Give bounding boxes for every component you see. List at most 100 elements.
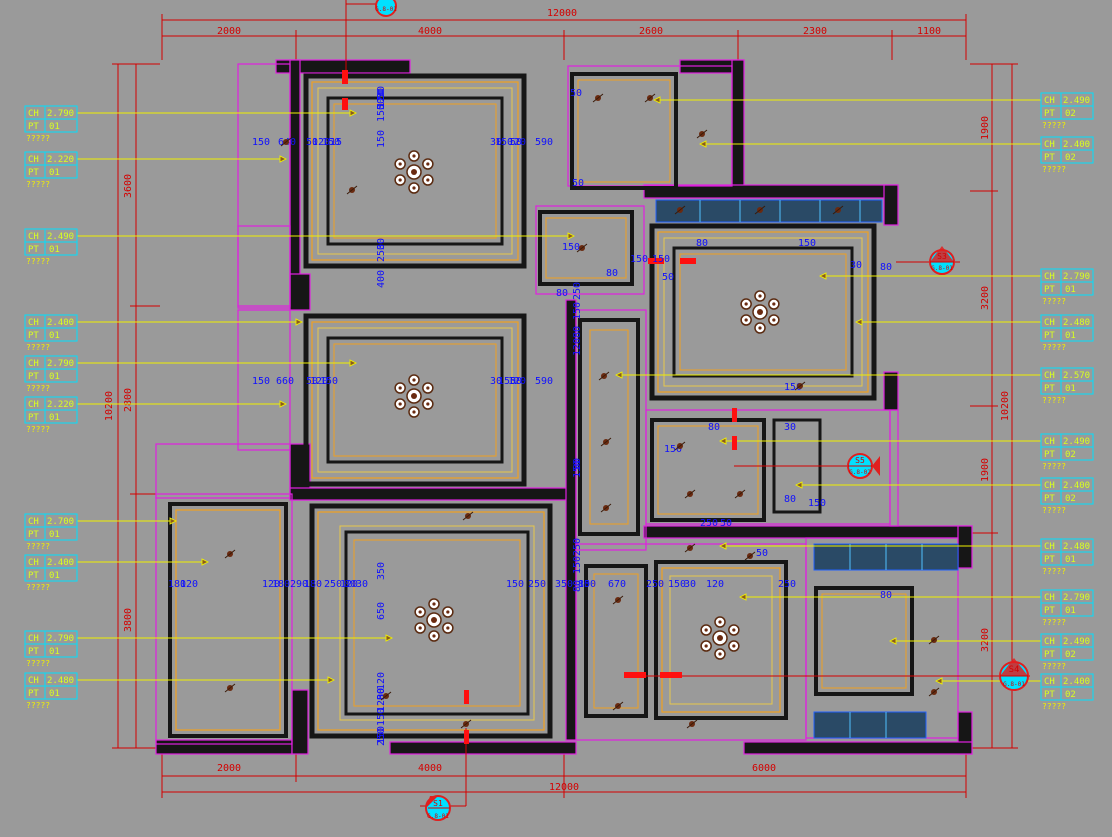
inner-dim-text: 650 — [376, 602, 387, 620]
tag-ch-label: CH — [28, 400, 39, 410]
inner-dim-text: 150 — [652, 254, 670, 265]
tag-note: ????? — [1042, 506, 1066, 515]
inner-dim-text: 150 — [798, 238, 816, 249]
tag-note: ????? — [26, 384, 50, 393]
tag-pt-value: 01 — [1065, 606, 1076, 616]
downlight-icon — [674, 441, 686, 451]
tag-pt-label: PT — [28, 689, 39, 699]
leader-arrow-icon — [854, 318, 863, 326]
inner-dim-text: 80 — [344, 579, 356, 590]
bottom-total-dim: 12000 — [549, 782, 579, 793]
leader-arrow-icon — [295, 318, 304, 326]
section-label-right-middle: S5 — [855, 456, 865, 465]
downlight-icon — [462, 511, 474, 521]
tag-ch-value: 2.700 — [47, 517, 74, 527]
tag-ch-value: 2.480 — [47, 676, 74, 686]
inner-dimensions: 1506405015012015150503012059015066050150… — [168, 86, 940, 746]
leader-arrow-icon — [349, 359, 358, 367]
overall-dimension-texts: 12000 2000 4000 2600 2300 1100 2000 4000… — [104, 8, 1011, 793]
right-dim-3: 1900 — [980, 458, 991, 482]
tag-pt-label: PT — [28, 647, 39, 657]
tag-ch-label: CH — [28, 318, 39, 328]
inner-dim-text: 150 — [784, 382, 802, 393]
tag-note: ????? — [1042, 618, 1066, 627]
tag-ch-label: CH — [28, 155, 39, 165]
inner-dim-text: 150 — [498, 376, 516, 387]
tag-pt-label: PT — [1044, 650, 1055, 660]
downlight-icon — [612, 595, 624, 605]
inner-dim-text: 150 — [252, 137, 270, 148]
inner-dim-text: 400 — [376, 270, 387, 288]
inner-dim-text: 120 — [180, 579, 198, 590]
downlight-icon — [600, 437, 612, 447]
inner-dim-text: 80 — [784, 494, 796, 505]
tag-ch-label: CH — [1044, 481, 1055, 491]
tag-pt-label: PT — [28, 372, 39, 382]
tag-pt-value: 02 — [1065, 494, 1076, 504]
inner-dim-text: 30 — [376, 688, 387, 700]
overall-dimensions — [112, 14, 1018, 798]
section-label-right-upper: S3 — [937, 252, 947, 261]
tag-ch-value: 2.490 — [1063, 637, 1090, 647]
tag-ch-value: 2.400 — [1063, 140, 1090, 150]
tag-pt-value: 01 — [49, 413, 60, 423]
downlight-icon — [686, 719, 698, 729]
tag-pt-label: PT — [28, 122, 39, 132]
tag-ch-value: 2.790 — [47, 634, 74, 644]
downlight-icon — [612, 701, 624, 711]
tag-pt-value: 01 — [49, 331, 60, 341]
inner-dim-text: 120 — [508, 376, 526, 387]
tag-pt-value: 01 — [49, 122, 60, 132]
inner-dim-text: 150 — [376, 130, 387, 148]
inner-dim-text: 30 — [356, 579, 368, 590]
tag-pt-label: PT — [1044, 606, 1055, 616]
tag-pt-value: 01 — [49, 372, 60, 382]
tag-ch-label: CH — [28, 109, 39, 119]
inner-dim-text: 590 — [535, 376, 553, 387]
tag-pt-value: 02 — [1065, 650, 1076, 660]
ceiling-frames — [168, 72, 914, 739]
inner-dim-text: 150 — [572, 556, 583, 574]
inner-dim-text: 590 — [535, 137, 553, 148]
inner-dim-text: 150 — [664, 444, 682, 455]
section-ref-right-middle: G.8-02 — [849, 469, 871, 476]
inner-dim-text: 120 — [312, 137, 330, 148]
inner-dim-text: 80 — [578, 579, 590, 590]
inner-dim-text: 30 — [376, 688, 387, 700]
tag-ch-value: 2.790 — [47, 109, 74, 119]
bottom-dim-1: 2000 — [217, 763, 241, 774]
inner-dim-text: 30 — [376, 86, 387, 98]
right-dim-4: 3200 — [980, 628, 991, 652]
inner-dim-text: 50 — [756, 548, 768, 559]
chandelier-icon — [394, 150, 434, 194]
inner-dim-text: 150 — [376, 726, 387, 744]
leader-arrow-icon — [614, 371, 623, 379]
inner-dim-text: 50 — [306, 376, 318, 387]
tag-ch-value: 2.400 — [47, 558, 74, 568]
top-dim-5: 1100 — [917, 26, 941, 37]
tag-note: ????? — [1042, 121, 1066, 130]
section-marker-right-middle: S5 G.8-02 — [734, 453, 880, 479]
tag-note: ????? — [1042, 462, 1066, 471]
section-marker-top: G.8-01 — [345, 0, 397, 70]
section-ref-right-lower: G.8-01 — [1003, 681, 1025, 688]
tag-pt-value: 02 — [1065, 109, 1076, 119]
inner-dim-text: 670 — [608, 579, 626, 590]
downlight-icon — [460, 719, 472, 729]
tag-pt-label: PT — [28, 168, 39, 178]
leader-arrow-icon — [169, 517, 178, 525]
tag-ch-label: CH — [1044, 96, 1055, 106]
downlight-icon — [832, 205, 844, 215]
tag-ch-label: CH — [1044, 593, 1055, 603]
tag-pt-value: 01 — [49, 530, 60, 540]
inner-dim-text: 80 — [572, 458, 583, 470]
tag-ch-value: 2.480 — [1063, 542, 1090, 552]
